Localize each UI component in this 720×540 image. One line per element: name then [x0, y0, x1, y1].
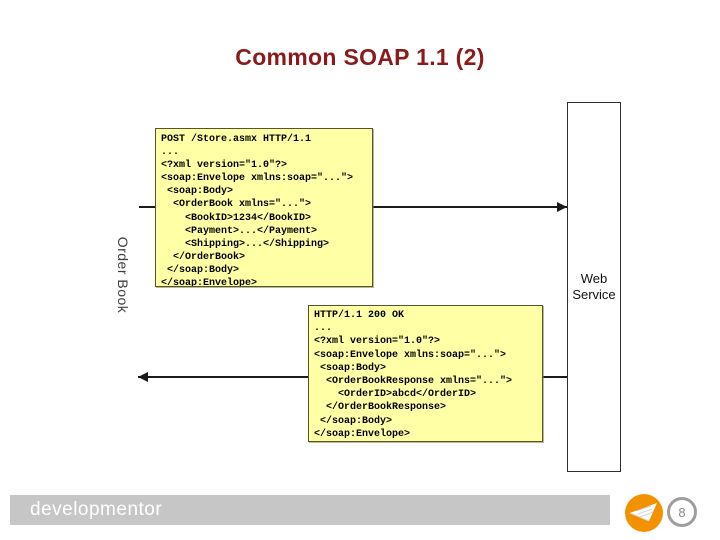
brand-bar: developmentor — [10, 495, 610, 525]
brand-name: developmentor — [30, 499, 163, 520]
response-arrowhead-icon — [138, 372, 148, 382]
soap-request-message-box: POST /Store.asmx HTTP/1.1 ... <?xml vers… — [155, 128, 373, 287]
paper-plane-icon — [629, 503, 657, 522]
request-arrowhead-icon — [557, 202, 567, 212]
page-title: Common SOAP 1.1 (2) — [235, 44, 485, 70]
page-number-badge: 8 — [667, 497, 697, 527]
soap-response-message-box: HTTP/1.1 200 OK ... <?xml version="1.0"?… — [308, 305, 543, 442]
developmentor-logo-icon — [625, 494, 663, 532]
order-book-actor-label: Order Book — [115, 236, 131, 314]
page-number: 8 — [678, 504, 686, 520]
web-service-actor-box: Web Service — [567, 102, 621, 472]
web-service-actor-label: Web Service — [572, 271, 616, 302]
